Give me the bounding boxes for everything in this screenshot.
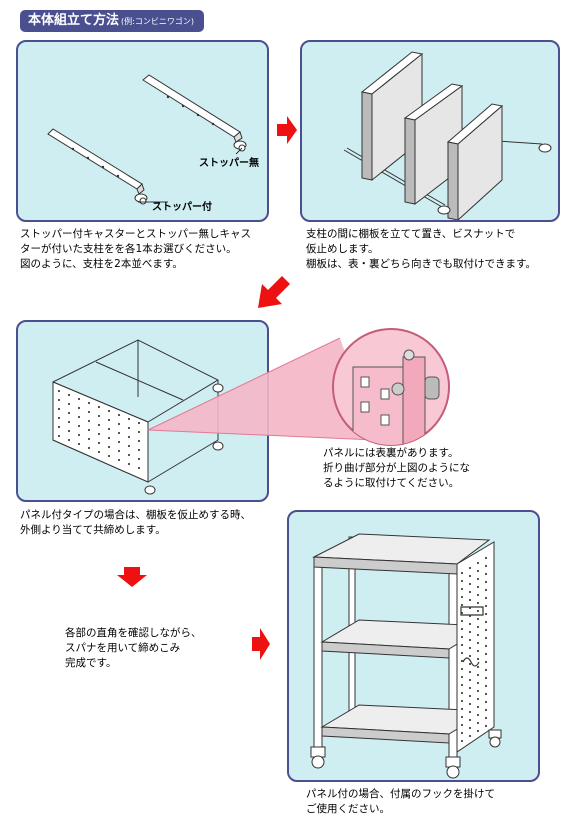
caption-line: 完成です。: [65, 657, 117, 669]
step3-caption: パネル付タイプの場合は、棚板を仮止めする時、 外側より当てて共締めします。: [20, 508, 251, 538]
arrow-down-icon: [117, 567, 147, 587]
caption-line: パネル付タイプの場合は、棚板を仮止めする時、: [20, 509, 251, 521]
detail-caption: パネルには表裏があります。 折り曲げ部分が上図のようにな るように取付けてくださ…: [323, 446, 470, 491]
step3-illustration: [16, 320, 269, 502]
arrow-right-icon: [277, 116, 297, 144]
step1-caption: ストッパー付キャスターとストッパー無しキャス ターが付いた支柱をを各1本お選びく…: [20, 227, 251, 272]
step5-illustration: [287, 510, 540, 782]
arrow-down-left-icon: [258, 276, 290, 308]
posts-drawing: [47, 74, 247, 205]
step4-caption: 各部の直角を確認しながら、 スパナを用いて締めこみ 完成です。: [65, 626, 202, 671]
label-stopper: ストッパー付: [152, 202, 212, 213]
caption-line: ご使用ください。: [306, 803, 390, 815]
caption-line: ターが付いた支柱をを各1本お選びください。: [20, 243, 237, 255]
caption-line: 棚板は、表・裏どちら向きでも取付けできます。: [306, 258, 536, 270]
caption-line: 外側より当てて共締めします。: [20, 524, 166, 536]
caption-line: 支柱の間に棚板を立てて置き、ビスナットで: [306, 228, 516, 240]
caption-line: ストッパー付キャスターとストッパー無しキャス: [20, 228, 251, 240]
caption-line: 図のように、支柱を2本並べます。: [20, 258, 183, 270]
title-subtitle: (例:コンビニワゴン): [121, 17, 194, 26]
caption-line: 各部の直角を確認しながら、: [65, 627, 202, 639]
step1-illustration: ストッパー無 ストッパー付: [16, 40, 269, 222]
arrow-right-icon: [252, 628, 270, 660]
detail-zoom: [332, 328, 450, 446]
finished-cart-drawing: [310, 533, 502, 779]
caption-line: 折り曲げ部分が上図のようにな: [323, 462, 470, 474]
page-title: 本体組立て方法(例:コンビニワゴン): [20, 10, 204, 32]
caption-line: るように取付けてください。: [323, 477, 460, 489]
title-text: 本体組立て方法: [28, 13, 120, 28]
shelves-drawing: [343, 51, 552, 220]
caption-line: スパナを用いて締めこみ: [65, 642, 181, 654]
step2-illustration: [300, 40, 560, 222]
caption-line: 仮止めします。: [306, 243, 379, 255]
caption-line: パネル付の場合、付属のフックを掛けて: [306, 788, 495, 800]
label-no-stopper: ストッパー無: [199, 158, 259, 169]
caption-line: パネルには表裏があります。: [323, 447, 459, 459]
step2-caption: 支柱の間に棚板を立てて置き、ビスナットで 仮止めします。 棚板は、表・裏どちら向…: [306, 227, 536, 272]
panel-cart-drawing: [52, 339, 224, 495]
step5-caption: パネル付の場合、付属のフックを掛けて ご使用ください。: [306, 787, 495, 817]
